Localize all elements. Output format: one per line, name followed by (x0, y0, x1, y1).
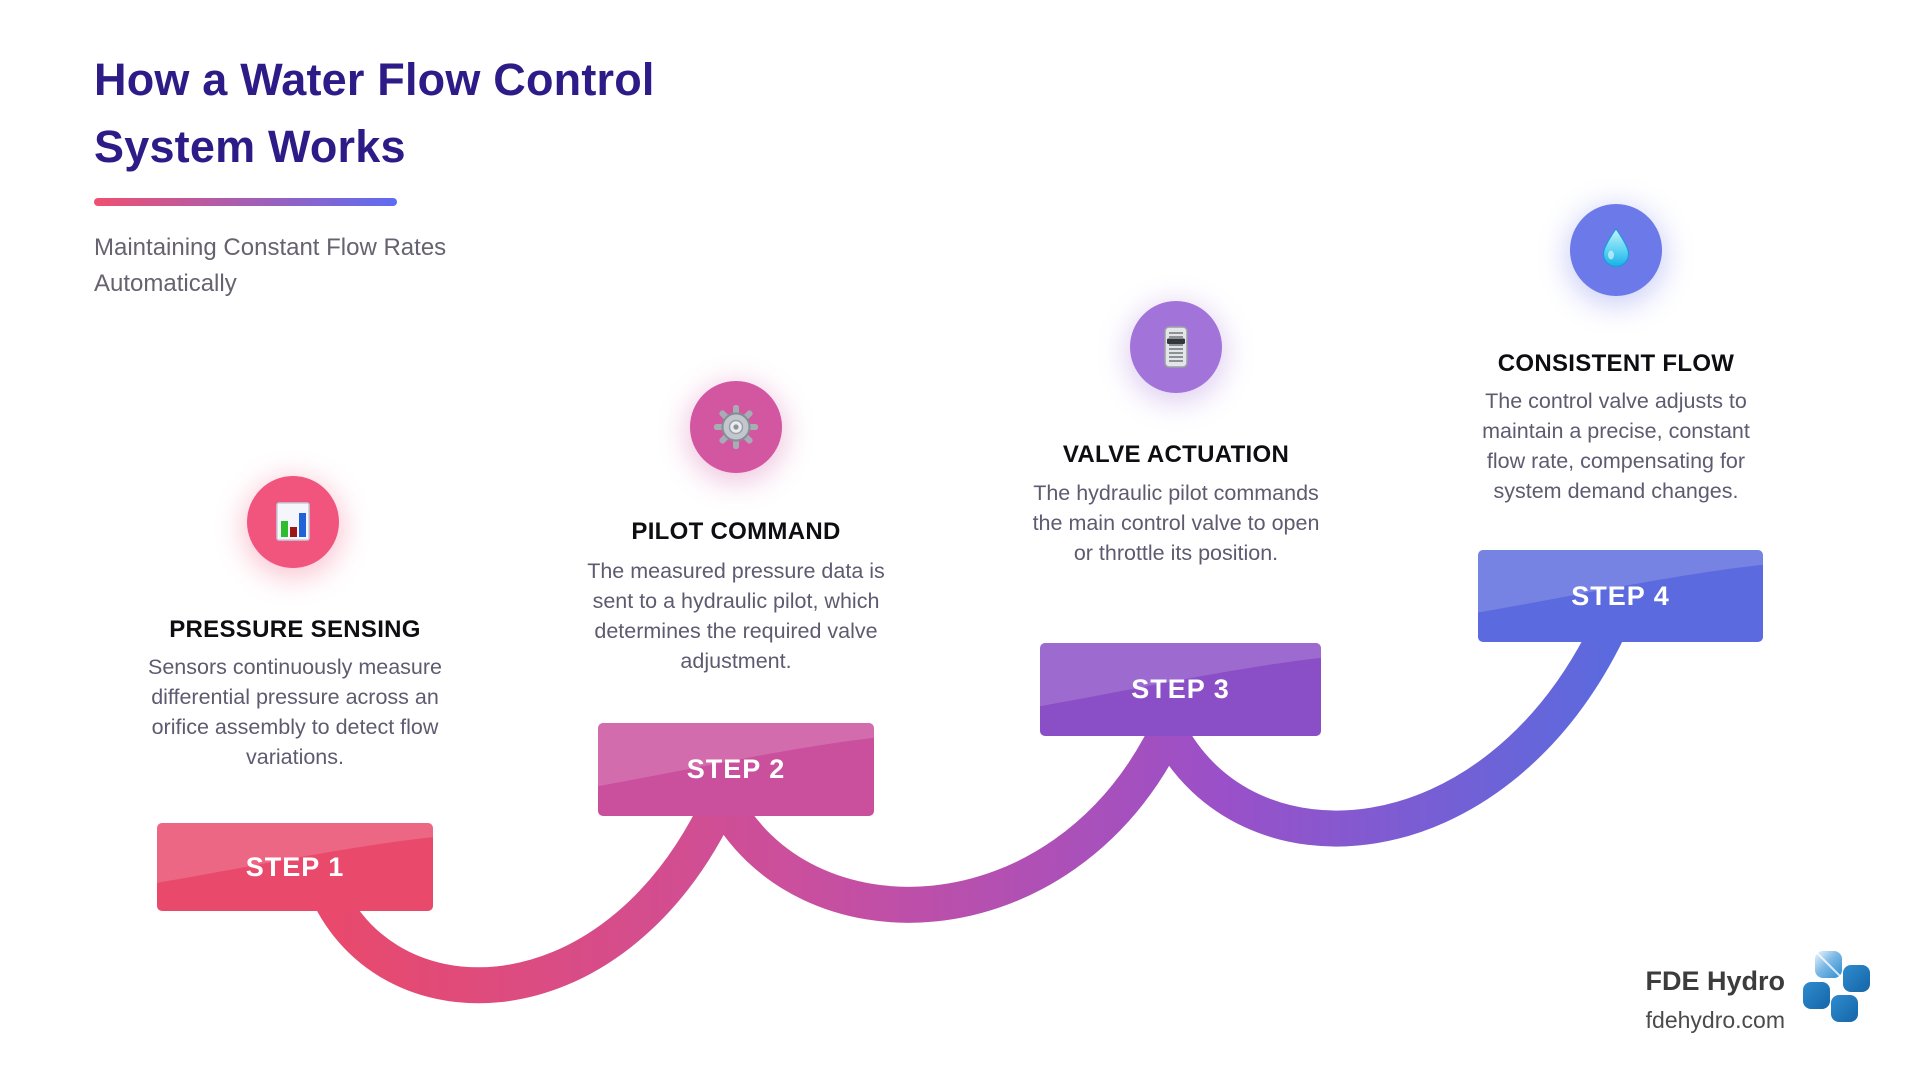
step-2-description: The measured pressure data is sent to a … (587, 559, 885, 673)
step-2-banner: STEP 2 (598, 723, 874, 816)
step-1-title: PRESSURE SENSING (169, 616, 421, 643)
step-4-description: The control valve adjusts to maintain a … (1482, 389, 1750, 503)
banner-sheen (1040, 643, 1321, 707)
brand-logo-icon (1803, 951, 1870, 1022)
step-4-label: STEP 4 (1571, 580, 1670, 611)
step-2-icon-circle (690, 381, 782, 473)
bar-chart-icon (276, 502, 310, 541)
page-subtitle-line1: Maintaining Constant Flow Rates (94, 234, 447, 261)
page-subtitle-line2: Automatically (94, 270, 237, 297)
page-subtitle: Maintaining Constant Flow Rates Automati… (94, 230, 446, 302)
step-1-banner: STEP 1 (157, 823, 433, 911)
step-3-description: The hydraulic pilot commands the main co… (1032, 481, 1320, 565)
step-1-description: Sensors continuously measure differentia… (148, 655, 442, 769)
step-2-label: STEP 2 (686, 754, 786, 784)
step-3-banner: STEP 3 (1040, 643, 1321, 736)
brand-website-link[interactable]: fdehydro.com (1645, 1007, 1785, 1033)
step-4-icon-circle (1570, 204, 1662, 296)
banner-sheen (598, 723, 874, 787)
banner-sheen (157, 823, 433, 883)
step-1-label: STEP 1 (245, 851, 345, 882)
page-title: How a Water Flow Control System Works (94, 46, 655, 180)
level-slider-icon (1164, 326, 1188, 368)
step-2-title: PILOT COMMAND (631, 518, 841, 545)
gear-icon (714, 405, 758, 449)
brand-block: FDE Hydro fdehydro.com (1530, 966, 1785, 1034)
water-drop-icon (1602, 228, 1630, 267)
banner-sheen (1478, 550, 1763, 613)
step-4-title: CONSISTENT FLOW (1497, 350, 1735, 377)
step-3-title: VALVE ACTUATION (1062, 441, 1290, 468)
step-3-icon-circle (1130, 301, 1222, 393)
step-3-label: STEP 3 (1131, 674, 1230, 704)
title-underline (94, 198, 397, 206)
brand-name: FDE Hydro (1645, 966, 1785, 996)
page-title-line2: System Works (94, 121, 406, 172)
page-title-line1: How a Water Flow Control (94, 54, 655, 105)
step-4-banner: STEP 4 (1478, 550, 1763, 642)
step-1-icon-circle (247, 476, 339, 568)
